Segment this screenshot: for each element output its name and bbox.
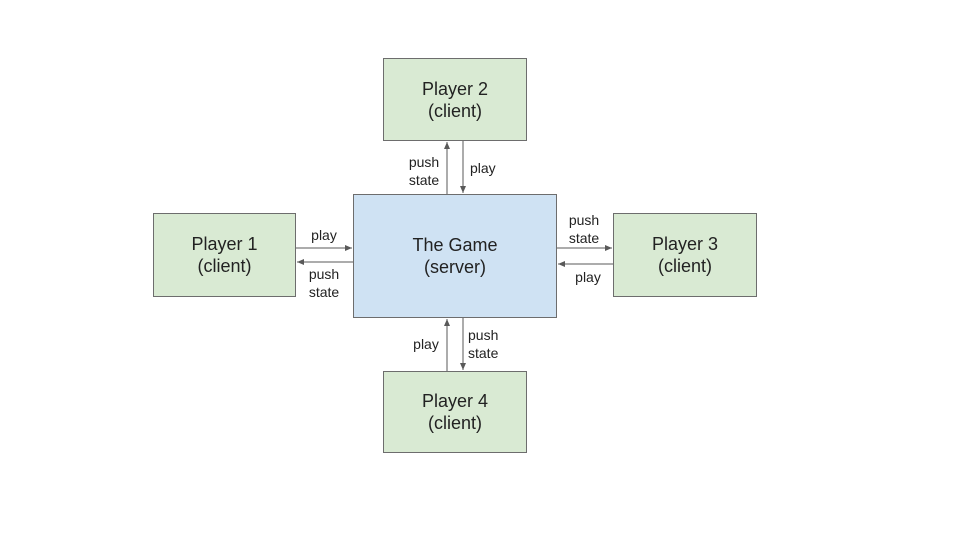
server-name: The Game [412, 235, 498, 255]
edge-label-text: play [575, 269, 601, 285]
edge-label-player3-push-state: push state [562, 211, 606, 247]
player-2-name: Player 2 [421, 78, 489, 99]
player-1-box: Player 1 (client) [153, 213, 296, 297]
edge-label-player4-push-state: push state [468, 326, 516, 362]
edge-label-text: state [408, 172, 440, 188]
edge-label-text: play [311, 227, 337, 243]
server-role: (server) [424, 257, 486, 277]
player-4-role: (client) [427, 413, 482, 433]
player-2-role: (client) [427, 100, 482, 121]
edge-label-player2-play: play [470, 159, 510, 177]
edge-label-player2-push-state: push state [400, 153, 448, 189]
player-1-role: (client) [197, 256, 252, 276]
game-server-box: The Game (server) [353, 194, 557, 318]
edge-label-text: push [308, 266, 340, 282]
edge-label-text: state [308, 284, 340, 300]
edge-label-player1-push-state: push state [300, 265, 348, 301]
edge-label-player4-play: play [404, 335, 448, 353]
edge-label-text: push [568, 212, 600, 228]
edge-label-text: push [408, 154, 440, 170]
player-3-role: (client) [657, 256, 712, 276]
edge-label-player3-play: play [570, 268, 606, 286]
player-4-box: Player 4 (client) [383, 371, 527, 453]
edge-label-text: push [468, 327, 499, 343]
edge-label-text: state [568, 230, 600, 246]
player-2-box: Player 2 (client) [383, 58, 527, 141]
player-1-name: Player 1 [191, 234, 258, 254]
player-3-name: Player 3 [651, 234, 719, 254]
edge-label-text: play [413, 336, 439, 352]
edge-label-player1-play: play [300, 226, 348, 244]
edge-label-text: state [468, 345, 499, 361]
edge-label-text: play [470, 160, 496, 176]
player-3-box: Player 3 (client) [613, 213, 757, 297]
player-4-name: Player 4 [421, 391, 489, 411]
